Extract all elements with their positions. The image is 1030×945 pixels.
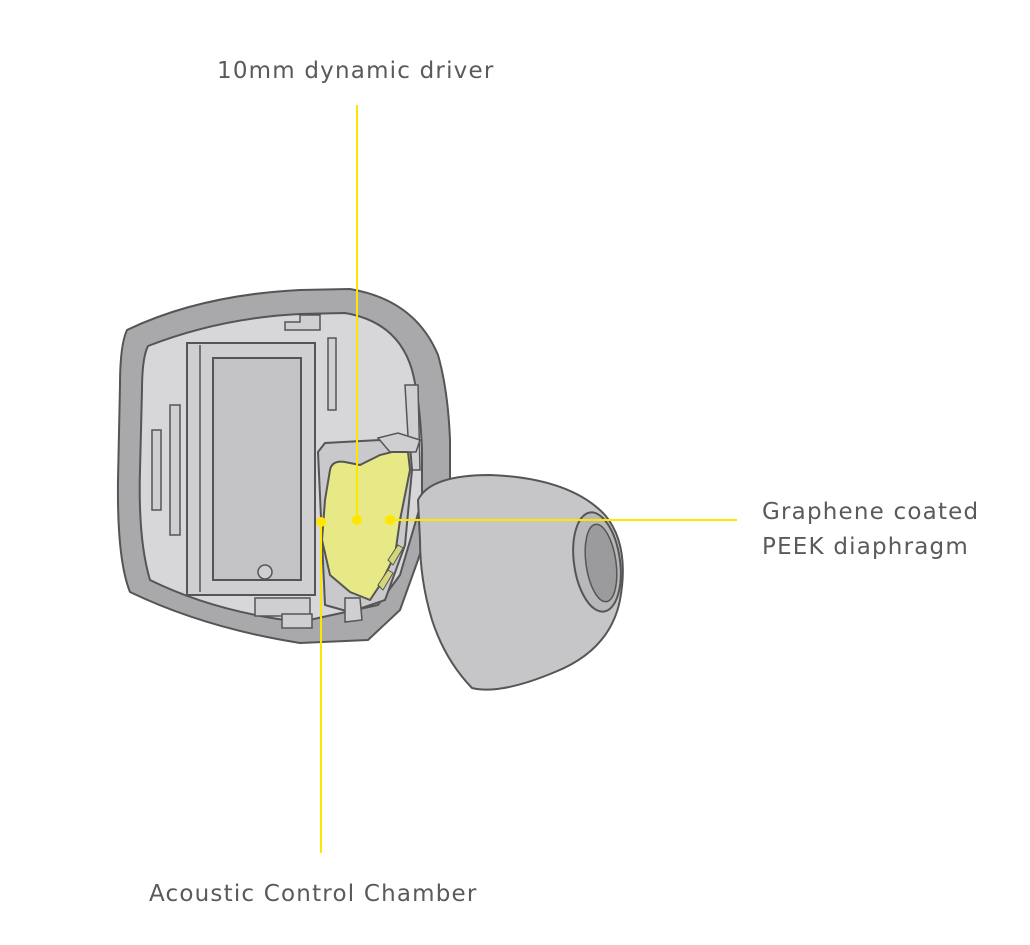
- battery-screw: [257, 564, 273, 580]
- driver-marker-icon: [352, 515, 362, 525]
- driver-top-cap: [376, 432, 421, 453]
- vertical-rail: [327, 337, 337, 411]
- diaphragm-label-line2: PEEK diaphragm: [762, 534, 969, 560]
- chamber-marker-icon: [316, 517, 326, 527]
- bottom-block: [281, 613, 313, 629]
- diaphragm-label: Graphene coated PEEK diaphragm: [762, 495, 979, 565]
- chamber-label: Acoustic Control Chamber: [149, 881, 478, 907]
- bottom-clip: [344, 597, 363, 623]
- diaphragm-marker-icon: [385, 515, 395, 525]
- side-rib: [169, 404, 181, 536]
- ear-tip: [417, 474, 624, 691]
- diaphragm-label-line1: Graphene coated: [762, 499, 980, 525]
- diaphragm-highlight: [321, 451, 411, 601]
- diaphragm-slot: [377, 569, 394, 591]
- driver-label: 10mm dynamic driver: [217, 58, 495, 84]
- ear-tip-opening-inner: [584, 523, 618, 603]
- diaphragm-slot: [387, 544, 404, 566]
- side-rib: [151, 429, 162, 511]
- top-clip: [284, 314, 321, 331]
- battery-cell: [212, 357, 302, 581]
